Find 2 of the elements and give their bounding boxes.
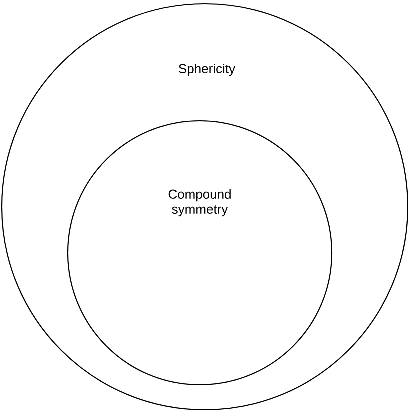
node-label: Sphericity: [179, 64, 236, 76]
node-label: Compound symmetry: [168, 189, 231, 217]
